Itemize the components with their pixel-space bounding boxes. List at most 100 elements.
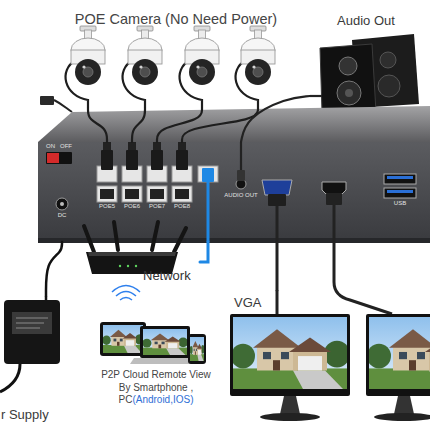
- speaker-tweeter: [380, 52, 396, 68]
- label-line: [16, 323, 44, 324]
- plug-boot: [128, 142, 136, 151]
- power-node: r Supply: [0, 296, 70, 426]
- ptz-camera: [236, 26, 275, 108]
- remote-view-node: P2P Cloud Remote View By Smartphone , PC…: [96, 318, 216, 414]
- rj45-plug: [176, 150, 188, 170]
- rj45-port: [172, 186, 192, 202]
- audio-plug: [237, 170, 245, 181]
- node-label: r Supply: [1, 408, 49, 421]
- node-label: VGA: [234, 296, 261, 309]
- plug-boot: [178, 142, 186, 151]
- port-label: OFF: [60, 143, 72, 149]
- nvr-back-panel: [38, 142, 430, 240]
- adapter-label: [12, 312, 52, 334]
- speaker-cap: [345, 89, 353, 97]
- router-led: [119, 265, 121, 267]
- router-antenna: [152, 222, 158, 250]
- vga-cable: [276, 206, 279, 242]
- camera-group: POE Camera (No Need Power): [60, 8, 292, 108]
- router-highlight: [88, 252, 176, 256]
- cable-connector: [157, 108, 202, 142]
- usb-tongue: [387, 176, 413, 179]
- cable-icon: [40, 96, 72, 112]
- port-label: POE8: [174, 203, 190, 209]
- phone-screen: [190, 337, 205, 361]
- port-label: POE5: [99, 203, 115, 209]
- speaker-woofer: [337, 81, 361, 105]
- port-socket: [175, 189, 189, 199]
- smartphone: [188, 334, 206, 364]
- nvr-node: ONOFFDCPOE5POE6POE7POE8AUDIO OUTUSB: [38, 142, 430, 242]
- dc-jack: [56, 198, 68, 210]
- speaker-node: Audio Out: [310, 10, 422, 114]
- laptop-screen: [142, 329, 188, 355]
- tablet: [100, 322, 146, 356]
- audio-cable: [240, 142, 242, 172]
- plug-boot: [153, 142, 161, 151]
- node-label: (Android,IOS): [132, 394, 193, 405]
- monitor-screen: [231, 317, 350, 389]
- port-label: POE6: [124, 203, 140, 209]
- laptop-lid: [140, 326, 190, 358]
- router-antenna: [174, 228, 186, 252]
- power-cable: [45, 296, 48, 300]
- cable-connector: [276, 242, 279, 290]
- router-antenna: [114, 222, 118, 250]
- speaker-cable-stub: [310, 95, 322, 97]
- monitor-screen: [367, 317, 430, 389]
- vga-cable: [276, 290, 279, 314]
- monitor-bezel: [230, 314, 350, 396]
- cable-connector: [241, 96, 310, 142]
- router-antenna: [84, 226, 94, 252]
- cable-connector: [46, 242, 62, 296]
- nvr-recorder: [38, 106, 430, 243]
- monitor-base: [374, 413, 430, 421]
- cable-connector: [88, 108, 107, 142]
- caption-block: P2P Cloud Remote View By Smartphone , PC…: [96, 369, 216, 407]
- hdmi-plug: [326, 193, 342, 205]
- wifi-arc: [116, 292, 136, 297]
- cable-icon-wire: [54, 100, 72, 112]
- monitor-neck: [280, 396, 300, 414]
- monitor-neck: [394, 396, 414, 414]
- plug-boot: [103, 142, 111, 151]
- vga-plug: [268, 194, 286, 206]
- port-label: ON: [46, 143, 55, 149]
- node-label: Network: [143, 269, 191, 282]
- power-switch: [46, 152, 72, 164]
- adapter-brick: [4, 300, 60, 364]
- wifi-router: [84, 222, 186, 274]
- speaker-woofer: [378, 75, 400, 97]
- label-line: [16, 318, 48, 319]
- vga-monitor: [230, 290, 350, 421]
- rj45-plug: [126, 150, 138, 170]
- hdmi-monitor: [366, 314, 430, 421]
- cable-connector: [200, 242, 208, 262]
- network-plug: [202, 168, 214, 182]
- usb-tongue: [387, 190, 413, 193]
- speaker-tweeter: [339, 57, 357, 75]
- cable-icon-plug: [40, 96, 54, 105]
- hdmi-port: [322, 182, 346, 194]
- vga-port: [262, 180, 292, 195]
- port-label: POE7: [149, 203, 165, 209]
- cable-connector: [182, 108, 258, 142]
- ptz-camera: [66, 26, 105, 108]
- port-label: DC: [58, 212, 67, 218]
- tablet-screen: [102, 325, 144, 353]
- speaker: [310, 34, 419, 112]
- rj45-port: [122, 186, 142, 202]
- port-label: USB: [394, 200, 406, 206]
- poe-ports: [97, 166, 218, 202]
- monitor-base: [260, 413, 320, 421]
- wifi-arc: [112, 286, 140, 293]
- router-led: [135, 265, 137, 267]
- usb-port: [384, 188, 416, 198]
- rj45-plug: [151, 150, 163, 170]
- router-led: [127, 265, 129, 267]
- ptz-camera: [123, 26, 162, 108]
- remote-devices: [100, 322, 206, 364]
- port-socket: [150, 189, 164, 199]
